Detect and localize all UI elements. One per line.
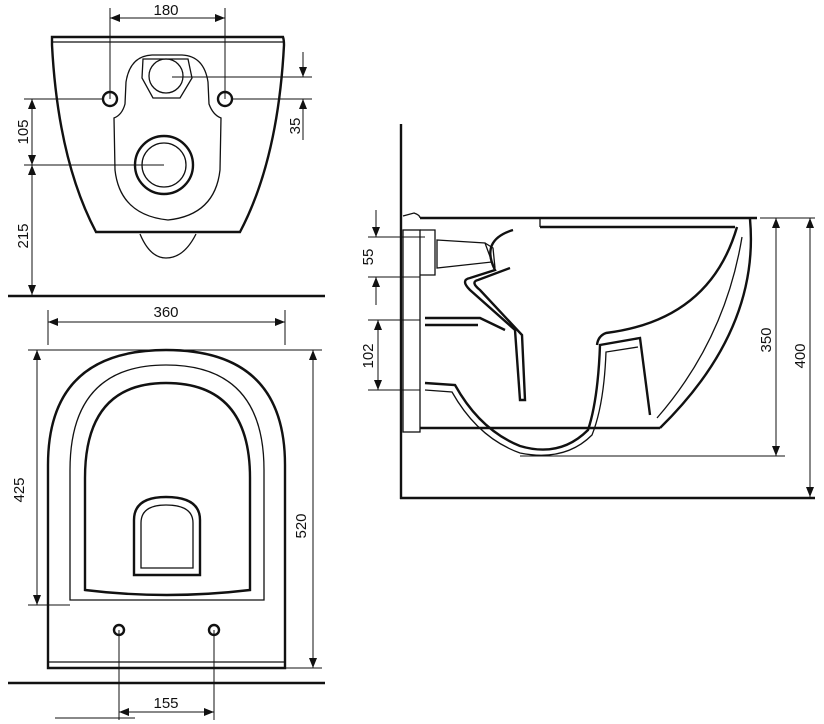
bowl-opening <box>132 495 202 577</box>
bowl-outer-curve <box>659 218 753 429</box>
inlet-connector <box>420 229 493 276</box>
inlet-pipe-icon <box>148 58 184 94</box>
rear-bottom-bump <box>139 233 197 259</box>
trap-outline <box>424 336 652 451</box>
side-view: 55 102 350 400 <box>360 124 815 500</box>
dim-inlet-offset: 35 <box>287 118 304 135</box>
rear-mounting-plate <box>113 54 222 221</box>
seat-ring <box>69 364 265 601</box>
dim-inlet: 55 <box>360 249 377 266</box>
plan-view: 360 425 520 155 <box>8 304 325 720</box>
bowl-well <box>463 228 527 402</box>
dim-hole-spacing: 180 <box>153 2 178 19</box>
dim-width: 360 <box>153 304 178 321</box>
seat-lid <box>83 381 252 597</box>
dim-total-length: 520 <box>293 513 310 538</box>
dim-rim-to-bottom: 350 <box>758 327 775 352</box>
inlet-hexagon <box>141 58 193 99</box>
dim-bolt-spacing: 155 <box>153 695 178 712</box>
dim-seat-length: 425 <box>11 477 28 502</box>
outlet-channel <box>425 316 506 332</box>
dim-rim-to-floor: 400 <box>792 343 809 368</box>
dim-outlet-height: 215 <box>15 223 32 248</box>
rear-body-outline <box>50 35 286 234</box>
dim-outlet: 102 <box>360 343 377 368</box>
wall-bracket <box>402 229 421 433</box>
dim-outlet-to-holes: 105 <box>15 119 32 144</box>
rear-view: 180 35 105 215 <box>8 2 325 298</box>
bowl-inner-curve <box>595 226 739 346</box>
